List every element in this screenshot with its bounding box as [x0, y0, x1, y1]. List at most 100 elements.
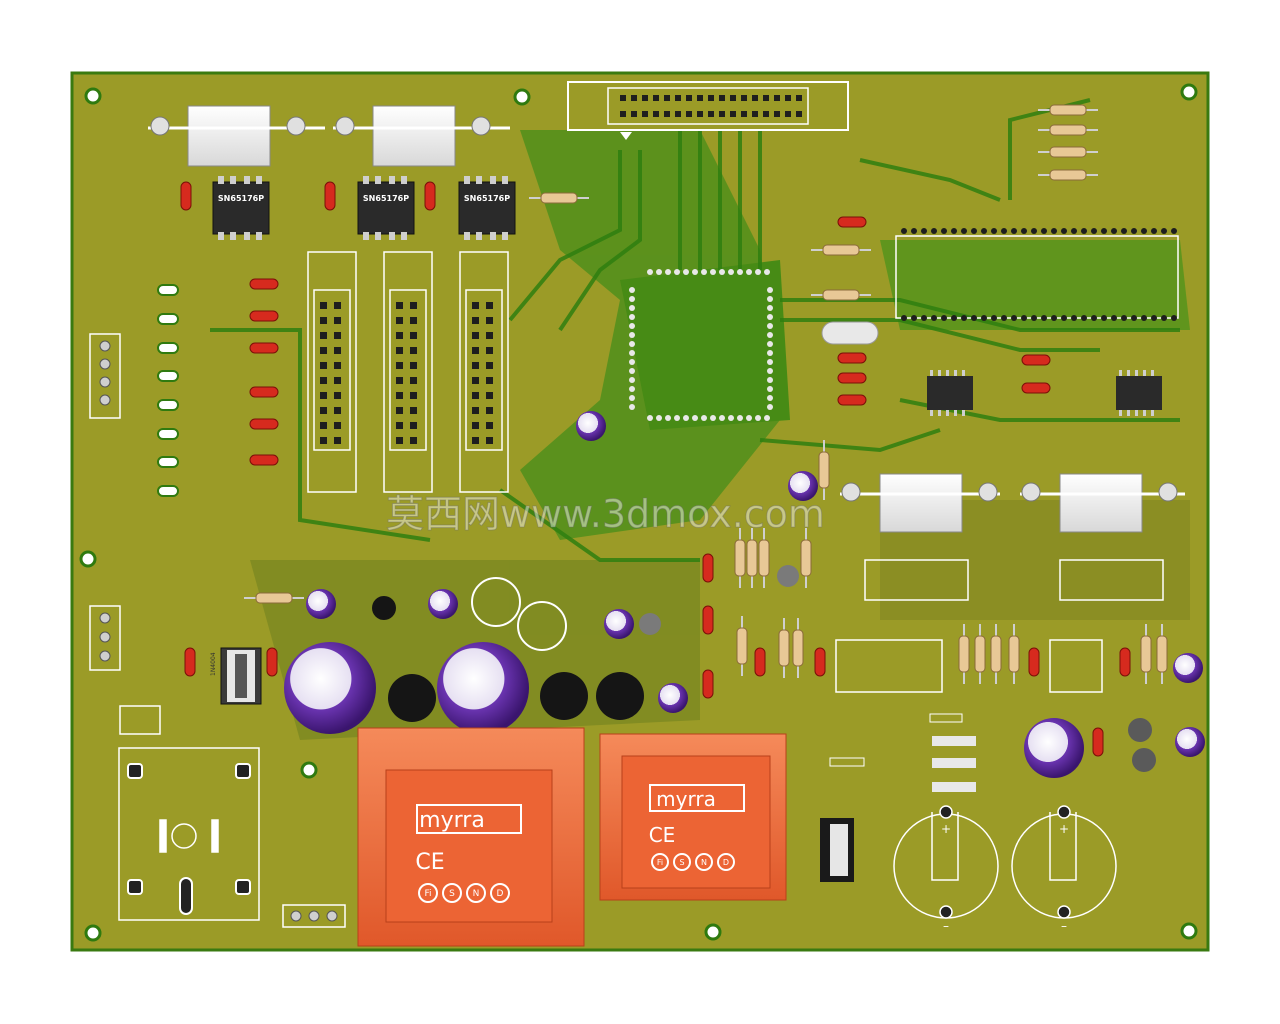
qfp-pad: [665, 415, 671, 421]
mount-hole: [300, 761, 318, 779]
dip-pin: [1011, 315, 1017, 321]
dip-pin: [931, 228, 937, 234]
qfp-pad: [767, 287, 773, 293]
qfp-pad: [767, 395, 773, 401]
box-header-pin: [472, 422, 479, 429]
box-header-pin: [320, 362, 327, 369]
qfp-pad: [647, 269, 653, 275]
qfp-pad: [629, 305, 635, 311]
mount-hole: [1180, 922, 1198, 940]
box-header-pin: [396, 437, 403, 444]
smd-resistor: [1092, 727, 1104, 757]
dip-pin: [1081, 315, 1087, 321]
cert-symbol: N: [701, 858, 707, 867]
smd-resistor: [1021, 354, 1051, 366]
dip-pin: [1171, 315, 1177, 321]
box-header-pin: [396, 407, 403, 414]
dip-pin: [1141, 315, 1147, 321]
smd-resistor: [702, 605, 714, 635]
mount-hole: [1180, 83, 1198, 101]
header-pin: [763, 95, 769, 101]
box-header-pin: [472, 347, 479, 354]
dip-pin: [1161, 228, 1167, 234]
polarity-minus: –: [1061, 919, 1067, 933]
dip-outlines-mid: [835, 559, 1164, 693]
switch-pads: [127, 763, 251, 915]
box-header-pin: [410, 422, 417, 429]
relay-top-middle: [333, 105, 510, 167]
resistor-body: [1049, 124, 1087, 136]
ic-label: SN65176P: [464, 194, 510, 203]
qfp-pad: [647, 415, 653, 421]
dip-pin: [1141, 228, 1147, 234]
dip-pin: [1111, 315, 1117, 321]
box-header-pin: [486, 332, 493, 339]
qfp-pad: [692, 269, 698, 275]
small-capacitors: [306, 411, 1205, 757]
box-header-pin: [334, 422, 341, 429]
qfp-pad: [683, 269, 689, 275]
small-capacitor: [1175, 727, 1205, 757]
header-pin: [741, 111, 747, 117]
box-header-pin: [334, 362, 341, 369]
box-header-pin: [486, 362, 493, 369]
mounting-holes: [79, 83, 1198, 942]
resistor-body: [800, 539, 812, 577]
header-pin: [796, 111, 802, 117]
header-pin: [642, 95, 648, 101]
dip-pin: [991, 228, 997, 234]
header-pin: [675, 111, 681, 117]
smd-resistor: [837, 216, 867, 228]
box-header-pin: [334, 332, 341, 339]
box-header-pin: [334, 437, 341, 444]
qfp-pad: [692, 415, 698, 421]
qfp-pad: [767, 341, 773, 347]
left-edge-pads: [157, 284, 179, 497]
smd-resistor: [184, 647, 196, 677]
header-pin: [686, 95, 692, 101]
qfp-pad: [629, 314, 635, 320]
dip-pin: [1021, 228, 1027, 234]
dip-pin: [1041, 228, 1047, 234]
box-header-pin: [396, 392, 403, 399]
qfp-pad: [737, 415, 743, 421]
qfp-footprint: [629, 269, 773, 421]
box-header-pin: [410, 407, 417, 414]
header-pin: [675, 95, 681, 101]
box-header-pin: [320, 422, 327, 429]
dip-pin: [911, 228, 917, 234]
smd-resistor: [1119, 647, 1131, 677]
qfp-pad: [701, 415, 707, 421]
box-header-pin: [334, 407, 341, 414]
smd-resistor: [324, 181, 336, 211]
qfp-pad: [764, 269, 770, 275]
qfp-pad: [629, 323, 635, 329]
qfp-pad: [728, 269, 734, 275]
qfp-pad: [629, 341, 635, 347]
qfp-pad: [746, 415, 752, 421]
resistor-body: [822, 289, 860, 301]
small-capacitor: [788, 471, 818, 501]
transformer-ce-mark: CE: [415, 850, 444, 875]
header-pin: [642, 111, 648, 117]
box-header-pin: [472, 317, 479, 324]
polarity-plus: +: [1059, 822, 1069, 836]
resistor-body: [540, 192, 578, 204]
box-header-pin: [486, 377, 493, 384]
crystal: [821, 321, 879, 345]
header-pin: [785, 95, 791, 101]
dip-pin: [1121, 228, 1127, 234]
qfp-pad: [767, 305, 773, 311]
box-header-pin: [410, 377, 417, 384]
soic-chip-2: [1116, 370, 1162, 416]
qfp-pad: [767, 296, 773, 302]
dip-pin: [1011, 228, 1017, 234]
mount-hole: [84, 924, 102, 942]
resistor-body: [778, 629, 790, 667]
box-header-pin: [320, 437, 327, 444]
mount-hole: [84, 87, 102, 105]
box-header-pin: [410, 362, 417, 369]
smd-resistors: [180, 181, 1131, 757]
switch-footprint: [118, 705, 260, 921]
qfp-pad: [629, 368, 635, 374]
